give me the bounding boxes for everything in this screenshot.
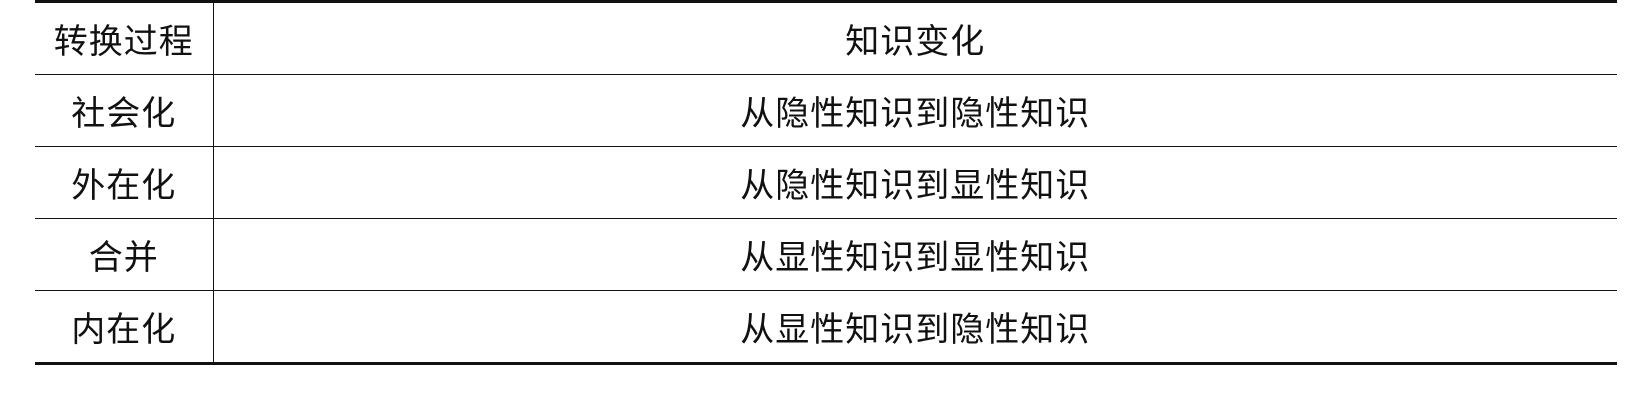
cell-process: 外在化	[35, 146, 214, 219]
knowledge-conversion-table-container: 转换过程 知识变化 社会化 从隐性知识到隐性知识 外在化 从隐性知识到显性知识 …	[35, 0, 1617, 365]
cell-knowledge-change: 从显性知识到显性知识	[213, 218, 1617, 291]
table-header: 转换过程 知识变化	[35, 0, 1617, 75]
cell-process: 内在化	[35, 290, 214, 365]
table-row: 外在化 从隐性知识到显性知识	[35, 146, 1617, 219]
table-body: 社会化 从隐性知识到隐性知识 外在化 从隐性知识到显性知识 合并 从显性知识到显…	[35, 74, 1617, 365]
cell-process: 社会化	[35, 74, 214, 147]
header-knowledge-change: 知识变化	[213, 0, 1617, 75]
header-row: 转换过程 知识变化	[35, 0, 1617, 75]
header-process: 转换过程	[35, 0, 214, 75]
cell-knowledge-change: 从显性知识到隐性知识	[213, 290, 1617, 365]
knowledge-conversion-table: 转换过程 知识变化 社会化 从隐性知识到隐性知识 外在化 从隐性知识到显性知识 …	[35, 0, 1617, 365]
cell-process: 合并	[35, 218, 214, 291]
table-row: 社会化 从隐性知识到隐性知识	[35, 74, 1617, 147]
cell-knowledge-change: 从隐性知识到隐性知识	[213, 74, 1617, 147]
table-row: 合并 从显性知识到显性知识	[35, 218, 1617, 291]
table-row: 内在化 从显性知识到隐性知识	[35, 290, 1617, 365]
cell-knowledge-change: 从隐性知识到显性知识	[213, 146, 1617, 219]
